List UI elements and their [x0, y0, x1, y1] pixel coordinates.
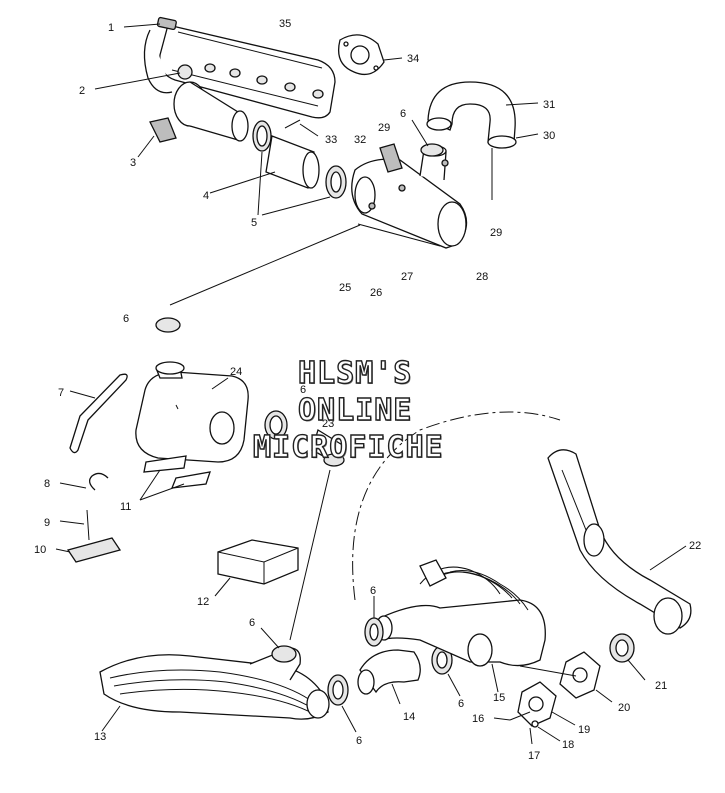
callout-6-header: 6: [249, 617, 255, 629]
part-10-plate: [55, 537, 122, 563]
callout-32: 32: [354, 134, 366, 146]
part-34-gasket: [337, 34, 403, 76]
callout-16: 16: [472, 713, 484, 725]
part-20-flange: [559, 651, 613, 703]
callout-10: 10: [34, 544, 46, 556]
part-14-elbow: [357, 649, 421, 705]
part-6-spring-muffler: [264, 410, 288, 440]
callout-13: 13: [94, 731, 106, 743]
part-5-spring-upper: [252, 120, 272, 152]
callout-23: 23: [322, 418, 334, 430]
part-6-spring-header-top: [260, 627, 297, 663]
callout-11: 11: [120, 501, 131, 513]
part-23-coupler: [311, 429, 345, 467]
callout-25: 25: [339, 282, 351, 294]
callout-29-lower: 29: [490, 227, 502, 239]
callout-28: 28: [476, 271, 488, 283]
part-6-spring-header-right: [327, 674, 357, 733]
callout-6-twin: 6: [370, 585, 376, 597]
part-21-spring: [609, 633, 646, 681]
part-6-spring-left: [155, 317, 181, 333]
callout-30: 30: [543, 130, 555, 142]
callout-6-top: 6: [400, 108, 406, 120]
leader-resonator-to-spring: [169, 224, 361, 306]
manifold-outlet-cone: [173, 81, 249, 142]
part-13-header: [99, 647, 330, 732]
callout-9: 9: [44, 517, 50, 529]
callout-26: 26: [370, 287, 382, 299]
callout-7: 7: [58, 387, 64, 399]
part-31-u-pipe: [426, 81, 539, 143]
callout-2: 2: [79, 85, 85, 97]
part-6-spring-top: [411, 119, 444, 157]
callout-3: 3: [130, 157, 136, 169]
callout-labels: 1 35 2 34 31 6 30 29 33 32 3 4 29 5 27 2…: [34, 18, 701, 762]
callout-6-bottom: 6: [356, 735, 362, 747]
callout-6-muffler: 6: [300, 384, 306, 396]
part-17-nut: [529, 727, 533, 745]
part-2-clamp: [94, 64, 193, 90]
callout-24: 24: [230, 366, 242, 378]
leader-15-to-flange: [519, 665, 577, 677]
callout-8: 8: [44, 478, 50, 490]
callout-19: 19: [578, 724, 590, 736]
part-33-screw: [284, 119, 319, 137]
part-24-muffler: [135, 361, 249, 463]
part-19-gasket: [517, 681, 576, 727]
callout-29-upper: 29: [378, 122, 390, 134]
callout-22: 22: [689, 540, 701, 552]
callout-35: 35: [279, 18, 291, 30]
callout-20: 20: [618, 702, 630, 714]
leader-23-to-header: [289, 469, 331, 641]
part-3-bracket: [137, 117, 177, 158]
watermark-line-1: HLSM'S: [297, 355, 413, 391]
part-1-fitting: [123, 16, 177, 31]
part-18-washer: [531, 720, 561, 742]
routing-arc: [352, 411, 561, 601]
part-5-spring-lower: [257, 151, 347, 216]
callout-1: 1: [108, 22, 114, 34]
callout-14: 14: [403, 711, 415, 723]
callout-21: 21: [655, 680, 667, 692]
part-8-clip: [59, 472, 109, 491]
part-35-manifold: [143, 24, 336, 119]
part-28-resonator: [351, 143, 468, 249]
watermark-line-2: ONLINE: [297, 392, 413, 428]
part-22-tail-pipe: [547, 449, 692, 635]
part-11-pads: [139, 455, 211, 501]
part-4-coupler: [209, 135, 320, 194]
part-9-bolt: [59, 509, 90, 541]
callout-18: 18: [562, 739, 574, 751]
part-6-spring-twin: [364, 596, 384, 647]
callout-15: 15: [493, 692, 505, 704]
watermark-line-3: MICROFICHE: [252, 429, 444, 465]
part-7-strap: [69, 373, 128, 454]
callout-17: 17: [528, 750, 540, 762]
part-16-bolt: [493, 711, 531, 721]
callout-4: 4: [203, 190, 209, 202]
callout-33: 33: [325, 134, 337, 146]
callout-6-elbow: 6: [458, 698, 464, 710]
callout-5: 5: [251, 217, 257, 229]
callout-12: 12: [197, 596, 209, 608]
callout-34: 34: [407, 53, 419, 65]
callout-6-left: 6: [123, 313, 129, 325]
callout-27: 27: [401, 271, 413, 283]
part-12-block: [214, 539, 299, 597]
callout-31: 31: [543, 99, 555, 111]
part-30-sleeve: [487, 133, 539, 200]
